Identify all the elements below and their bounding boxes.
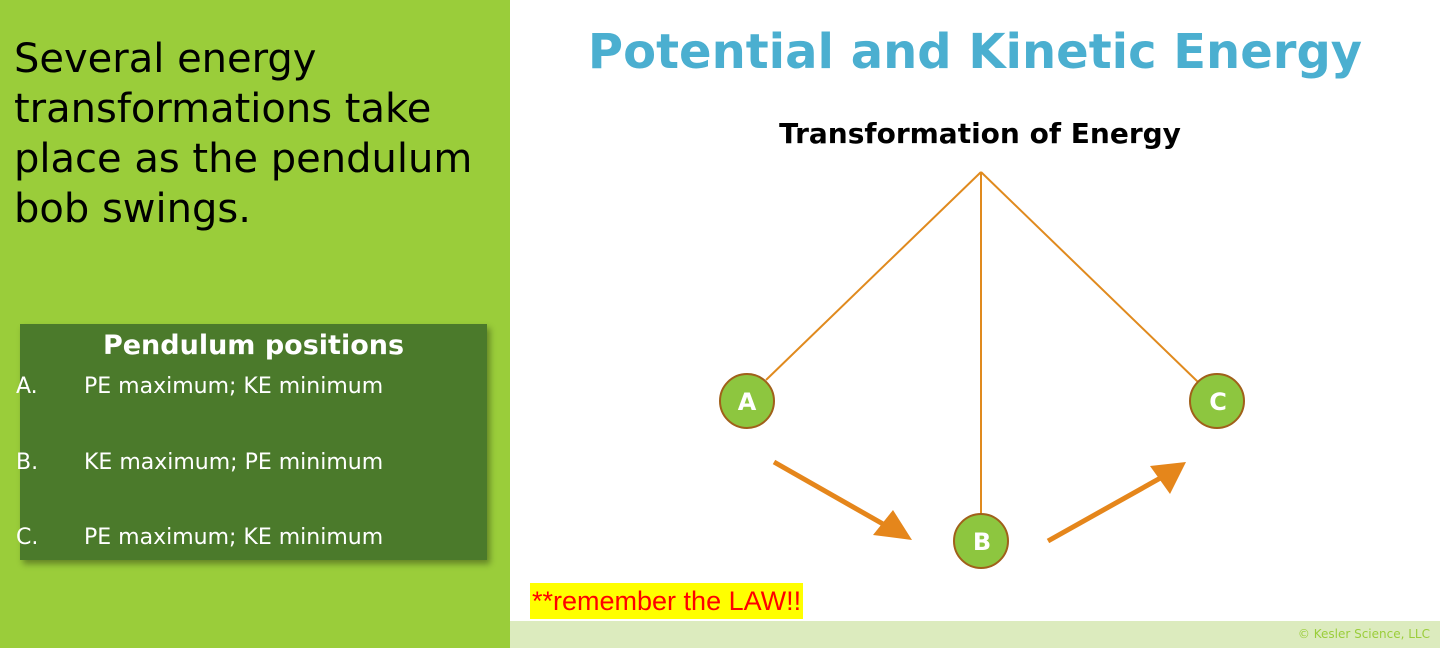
footer-bar: © Kesler Science, LLC [510, 621, 1440, 648]
position-text-a: PE maximum; KE minimum [84, 374, 384, 399]
bob-label-c: C [1209, 388, 1227, 416]
swing-arrow-a-to-b-shaft [772, 459, 892, 531]
swing-arrow-a-to-b-head [873, 510, 912, 540]
position-letter-c: C. [16, 525, 39, 550]
pendulum-string-c [980, 171, 1199, 383]
pendulum-string-a [765, 171, 982, 381]
intro-text: Several energy transformations take plac… [14, 36, 473, 232]
pendulum-bob-c: C [1189, 373, 1245, 429]
swing-arrow-b-to-c-shaft [1046, 473, 1166, 544]
position-letter-a: A. [16, 374, 38, 399]
remember-the-law-note: **remember the LAW!! [530, 583, 804, 619]
pendulum-bob-a: A [719, 373, 775, 429]
position-text-b: KE maximum; PE minimum [84, 450, 384, 475]
pendulum-bob-b: B [953, 513, 1009, 569]
diagram-title: Transformation of Energy [779, 117, 1181, 150]
swing-arrow-b-to-c-head [1150, 462, 1186, 494]
pendulum-positions-title: Pendulum positions [102, 330, 405, 361]
slide-title: Potential and Kinetic Energy [587, 24, 1363, 80]
position-text-c: PE maximum; KE minimum [84, 525, 384, 550]
copyright-text: © Kesler Science, LLC [1297, 627, 1430, 641]
bob-label-a: A [738, 388, 757, 416]
position-letter-b: B. [16, 450, 39, 475]
bob-label-b: B [973, 528, 991, 556]
pendulum-positions-box [20, 324, 487, 560]
